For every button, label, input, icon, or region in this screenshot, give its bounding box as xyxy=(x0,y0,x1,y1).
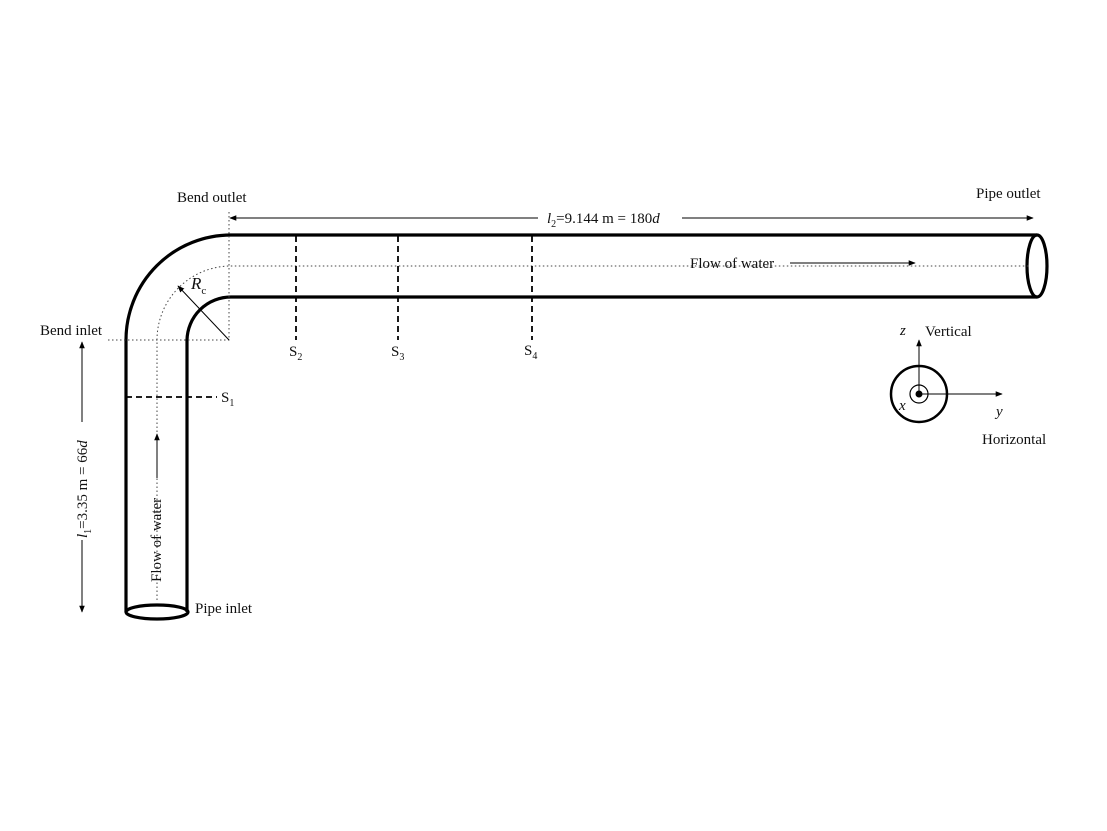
section-s4-label: S4 xyxy=(524,343,537,362)
vertical-flow-label: Flow of water xyxy=(149,498,165,582)
pipe-inlet-end xyxy=(124,603,190,621)
pipe-inner-wall xyxy=(185,295,1037,612)
l2-dimension-label: l2=9.144 m = 180d xyxy=(547,211,660,230)
l1-dimension-label: l1=3.35 m = 66d xyxy=(75,440,94,538)
bend-inlet-label: Bend inlet xyxy=(40,323,103,339)
pipe-centreline xyxy=(156,265,1030,600)
radius-label: Rc xyxy=(190,274,206,297)
bend-outlet-label: Bend outlet xyxy=(177,190,247,206)
pipe-outer-wall xyxy=(124,233,1037,612)
pipe-inlet-label: Pipe inlet xyxy=(195,601,253,617)
coordinate-axes: z x y Vertical Horizontal xyxy=(889,323,1046,448)
y-axis-label: y xyxy=(994,404,1003,420)
section-s3-label: S3 xyxy=(391,344,404,363)
radius-arrow xyxy=(177,285,230,341)
section-s1-label: S1 xyxy=(221,390,234,409)
vertical-label: Vertical xyxy=(925,324,972,340)
pipe-outlet-end xyxy=(1025,233,1049,299)
horizontal-flow-label: Flow of water xyxy=(690,256,774,272)
z-axis-label: z xyxy=(899,323,906,339)
horizontal-label: Horizontal xyxy=(982,432,1046,448)
x-axis-label: x xyxy=(898,398,906,414)
pipe-outlet-label: Pipe outlet xyxy=(976,186,1041,202)
section-s2-label: S2 xyxy=(289,344,302,363)
